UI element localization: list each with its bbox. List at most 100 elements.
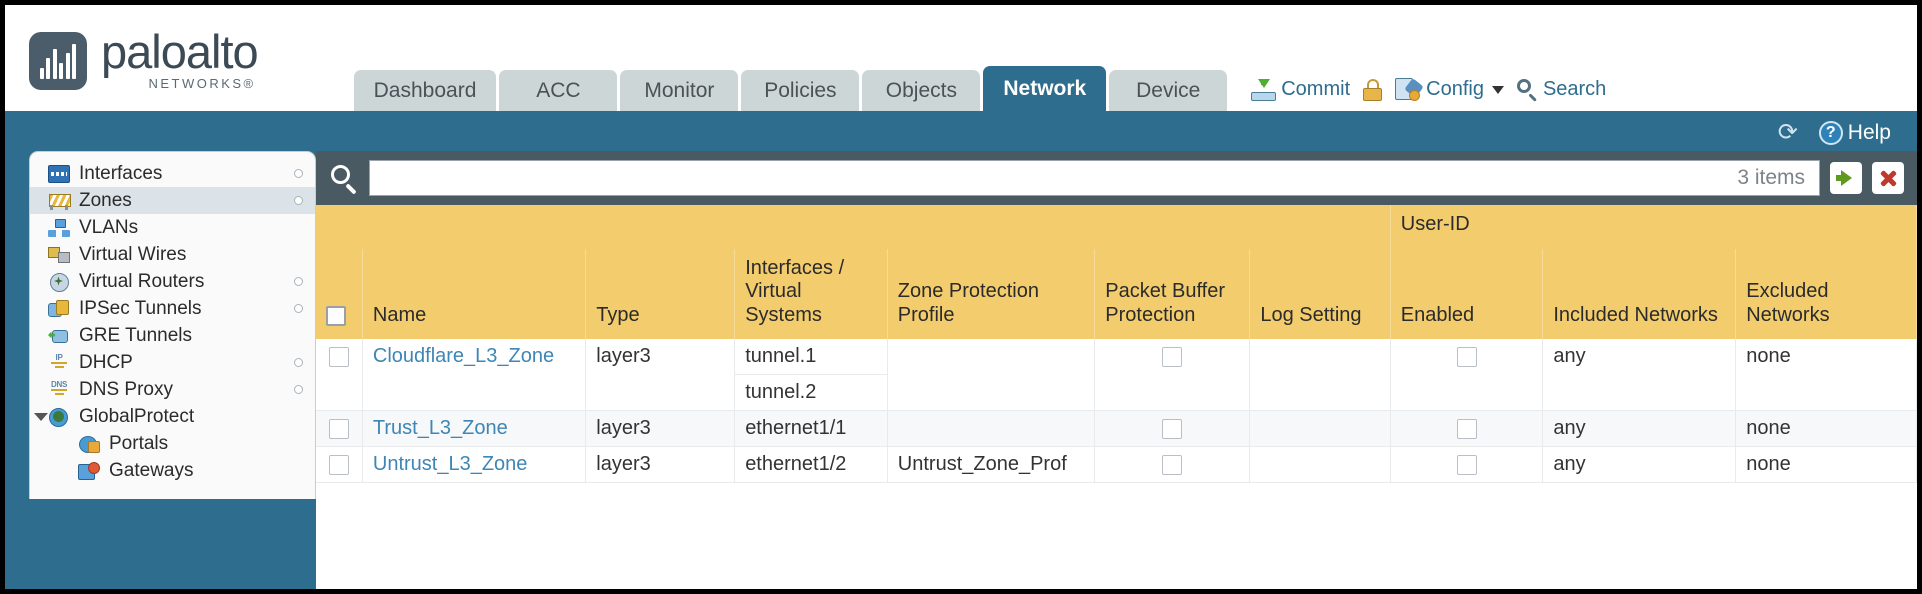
- search-icon[interactable]: [329, 163, 359, 195]
- column-header-included-networks[interactable]: Included Networks: [1542, 248, 1737, 340]
- status-dot: [294, 277, 303, 286]
- vlans-icon: [48, 218, 70, 237]
- apply-filter-button[interactable]: [1830, 162, 1862, 194]
- cell-excluded-networks: none: [1735, 410, 1917, 448]
- portals-icon: [78, 435, 100, 453]
- cell-included-networks: any: [1542, 410, 1737, 448]
- cell-type: layer3: [585, 446, 736, 484]
- sidebar-item-virtual-wires[interactable]: Virtual Wires: [30, 241, 315, 268]
- column-header-enabled[interactable]: Enabled: [1390, 248, 1544, 340]
- virtual-wires-icon: [48, 246, 70, 264]
- status-dot: [294, 358, 303, 367]
- sidebar-item-ipsec-tunnels[interactable]: IPSec Tunnels: [30, 295, 315, 322]
- tab-network[interactable]: Network: [983, 66, 1107, 111]
- ipsec-tunnels-icon: [48, 299, 70, 318]
- help-icon: ?: [1818, 121, 1843, 145]
- padlock-icon[interactable]: [1363, 78, 1383, 101]
- zones-table: User-ID Name Type Interfaces / Virtual S…: [316, 205, 1917, 484]
- sidebar-item-label: Virtual Wires: [79, 243, 187, 265]
- packet-buffer-protection-checkbox[interactable]: [1162, 347, 1183, 368]
- column-header-packet-buffer-protection[interactable]: Packet Buffer Protection: [1094, 248, 1251, 340]
- sidebar-item-dhcp[interactable]: IP DHCP: [30, 349, 315, 376]
- dns-proxy-icon: DNS: [48, 380, 70, 399]
- sidebar-item-label: Gateways: [109, 459, 194, 481]
- packet-buffer-protection-checkbox[interactable]: [1162, 455, 1183, 476]
- sidebar-item-label: DNS Proxy: [79, 378, 173, 400]
- interfaces-icon: [48, 164, 70, 183]
- select-all-checkbox[interactable]: [326, 305, 346, 326]
- row-checkbox[interactable]: [328, 455, 349, 476]
- tab-device[interactable]: Device: [1109, 70, 1228, 111]
- header-toolbar: Commit Config Search: [1251, 78, 1606, 102]
- help-button[interactable]: ? Help: [1818, 121, 1891, 145]
- select-all-header: [316, 248, 363, 340]
- cell-log-setting: [1249, 410, 1391, 448]
- filter-input[interactable]: 3 items: [369, 160, 1820, 196]
- row-select-cell: [316, 446, 363, 484]
- tab-objects[interactable]: Objects: [862, 70, 981, 111]
- network-sidebar: Interfaces Zones VLANs Virtual Wires Vir…: [29, 151, 316, 499]
- logo-subtext: NETWORKS®: [148, 76, 256, 91]
- cell-packet-buffer-protection: [1094, 339, 1251, 412]
- virtual-routers-icon: [48, 272, 70, 292]
- sidebar-item-zones[interactable]: Zones: [30, 187, 315, 214]
- column-header-interfaces[interactable]: Interfaces / Virtual Systems: [734, 248, 888, 340]
- zone-link[interactable]: Trust_L3_Zone: [372, 417, 508, 440]
- config-menu[interactable]: Config: [1395, 78, 1504, 101]
- sidebar-item-label: IPSec Tunnels: [79, 297, 202, 319]
- tab-monitor[interactable]: Monitor: [620, 70, 739, 111]
- sidebar-item-gre-tunnels[interactable]: GRE Tunnels: [30, 322, 315, 349]
- column-header-name[interactable]: Name: [362, 248, 587, 340]
- sub-header-bar: ⟳ ? Help: [5, 111, 1917, 155]
- column-header-log-setting[interactable]: Log Setting: [1249, 248, 1391, 340]
- tab-policies[interactable]: Policies: [741, 70, 860, 111]
- zone-link[interactable]: Untrust_L3_Zone: [372, 453, 528, 476]
- tab-acc[interactable]: ACC: [499, 70, 618, 111]
- zone-link[interactable]: Cloudflare_L3_Zone: [372, 345, 555, 368]
- row-checkbox[interactable]: [328, 347, 349, 368]
- sidebar-item-globalprotect[interactable]: GlobalProtect: [30, 403, 315, 430]
- commit-button[interactable]: Commit: [1251, 78, 1350, 101]
- row-checkbox[interactable]: [328, 419, 349, 440]
- chevron-down-icon: [1491, 85, 1504, 94]
- config-icon: [1395, 78, 1424, 101]
- group-header-userid: User-ID: [1390, 205, 1917, 249]
- table-row[interactable]: Cloudflare_L3_Zone layer3 tunnel.1 tunne…: [316, 339, 1917, 412]
- sidebar-item-portals[interactable]: Portals: [30, 430, 315, 457]
- cell-type: layer3: [585, 410, 736, 448]
- cell-zone-protection-profile: [887, 339, 1096, 412]
- column-header-type[interactable]: Type: [585, 248, 736, 340]
- table-row[interactable]: Trust_L3_Zone layer3 ethernet1/1 any non…: [316, 410, 1917, 448]
- green-arrow-icon: [1835, 170, 1852, 186]
- userid-enabled-checkbox[interactable]: [1456, 455, 1477, 476]
- config-label: Config: [1426, 78, 1484, 100]
- expander-triangle-icon[interactable]: [34, 412, 48, 421]
- column-header-excluded-networks[interactable]: Excluded Networks: [1735, 248, 1917, 340]
- sidebar-item-label: Virtual Routers: [79, 270, 205, 292]
- sidebar-item-interfaces[interactable]: Interfaces: [30, 160, 315, 187]
- globalprotect-icon: [48, 407, 70, 427]
- sidebar-item-dns-proxy[interactable]: DNS DNS Proxy: [30, 376, 315, 403]
- cell-name: Cloudflare_L3_Zone: [362, 339, 587, 412]
- column-header-zone-protection-profile[interactable]: Zone Protection Profile: [887, 248, 1096, 340]
- cell-name: Trust_L3_Zone: [362, 410, 587, 448]
- packet-buffer-protection-checkbox[interactable]: [1162, 419, 1183, 440]
- sidebar-item-vlans[interactable]: VLANs: [30, 214, 315, 241]
- tab-dashboard[interactable]: Dashboard: [353, 70, 497, 111]
- refresh-icon[interactable]: ⟳: [1777, 119, 1798, 146]
- sidebar-item-gateways[interactable]: Gateways: [30, 457, 315, 484]
- userid-enabled-checkbox[interactable]: [1456, 347, 1477, 368]
- clear-filter-button[interactable]: [1872, 162, 1904, 194]
- sidebar-item-virtual-routers[interactable]: Virtual Routers: [30, 268, 315, 295]
- filter-bar: 3 items: [316, 151, 1917, 205]
- search-button[interactable]: Search: [1516, 78, 1606, 102]
- table-row[interactable]: Untrust_L3_Zone layer3 ethernet1/2 Untru…: [316, 446, 1917, 484]
- cell-log-setting: [1249, 339, 1391, 412]
- userid-enabled-checkbox[interactable]: [1456, 419, 1477, 440]
- row-select-cell: [316, 410, 363, 448]
- cell-interfaces: ethernet1/1: [734, 410, 888, 448]
- cell-log-setting: [1249, 446, 1391, 484]
- cell-included-networks: any: [1542, 339, 1737, 412]
- group-header-spacer: [316, 205, 1391, 249]
